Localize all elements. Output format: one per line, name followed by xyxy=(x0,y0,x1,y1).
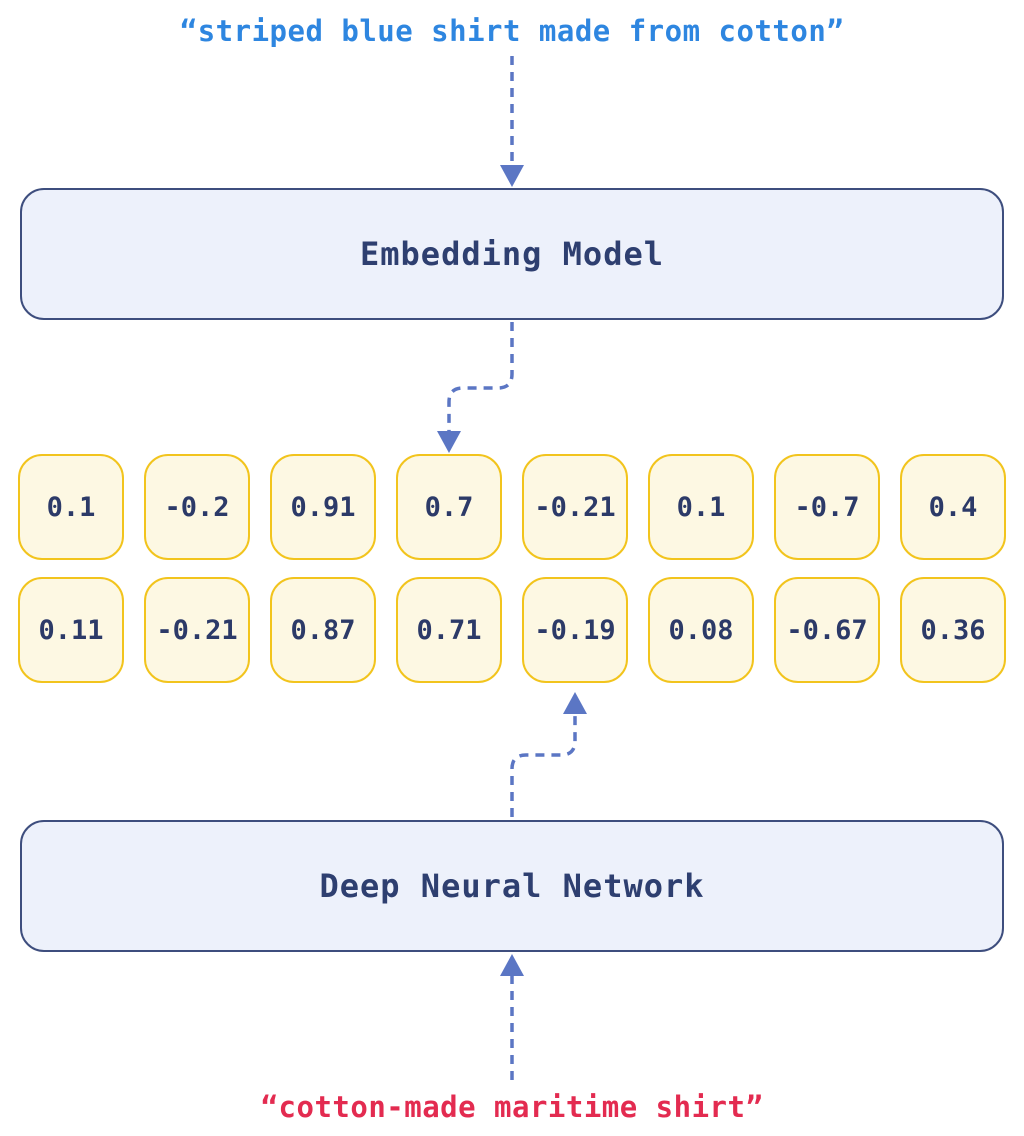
embedding-model-box: Embedding Model xyxy=(20,188,1004,320)
vector-cell: -0.21 xyxy=(144,577,250,683)
vector-cell: 0.36 xyxy=(900,577,1006,683)
vector-cell: -0.19 xyxy=(522,577,628,683)
deep-neural-network-box: Deep Neural Network xyxy=(20,820,1004,952)
embedding-model-label: Embedding Model xyxy=(360,235,664,273)
vector-cell: -0.7 xyxy=(774,454,880,560)
vector-cell: -0.21 xyxy=(522,454,628,560)
vector-cell: 0.11 xyxy=(18,577,124,683)
arrow-query-to-embedding-icon xyxy=(500,56,524,187)
vector-cell: 0.91 xyxy=(270,454,376,560)
vector-row-2: 0.11 -0.21 0.87 0.71 -0.19 0.08 -0.67 0.… xyxy=(18,577,1006,683)
vector-cell: 0.4 xyxy=(900,454,1006,560)
vector-cell: 0.08 xyxy=(648,577,754,683)
arrow-query-to-dnn-icon xyxy=(500,954,524,1080)
arrow-embedding-to-vector-icon xyxy=(437,322,514,453)
vector-cell: -0.67 xyxy=(774,577,880,683)
vector-cell: 0.1 xyxy=(648,454,754,560)
deep-neural-network-label: Deep Neural Network xyxy=(319,867,705,905)
vector-cell: 0.7 xyxy=(396,454,502,560)
vector-row-1: 0.1 -0.2 0.91 0.7 -0.21 0.1 -0.7 0.4 xyxy=(18,454,1006,560)
input-query-text: “striped blue shirt made from cotton” xyxy=(179,14,845,48)
vector-cell: 0.87 xyxy=(270,577,376,683)
comparison-query-text: “cotton-made maritime shirt” xyxy=(260,1090,764,1124)
vector-cell: -0.2 xyxy=(144,454,250,560)
arrow-dnn-to-vector-icon xyxy=(510,692,587,817)
vector-cell: 0.71 xyxy=(396,577,502,683)
vector-cell: 0.1 xyxy=(18,454,124,560)
